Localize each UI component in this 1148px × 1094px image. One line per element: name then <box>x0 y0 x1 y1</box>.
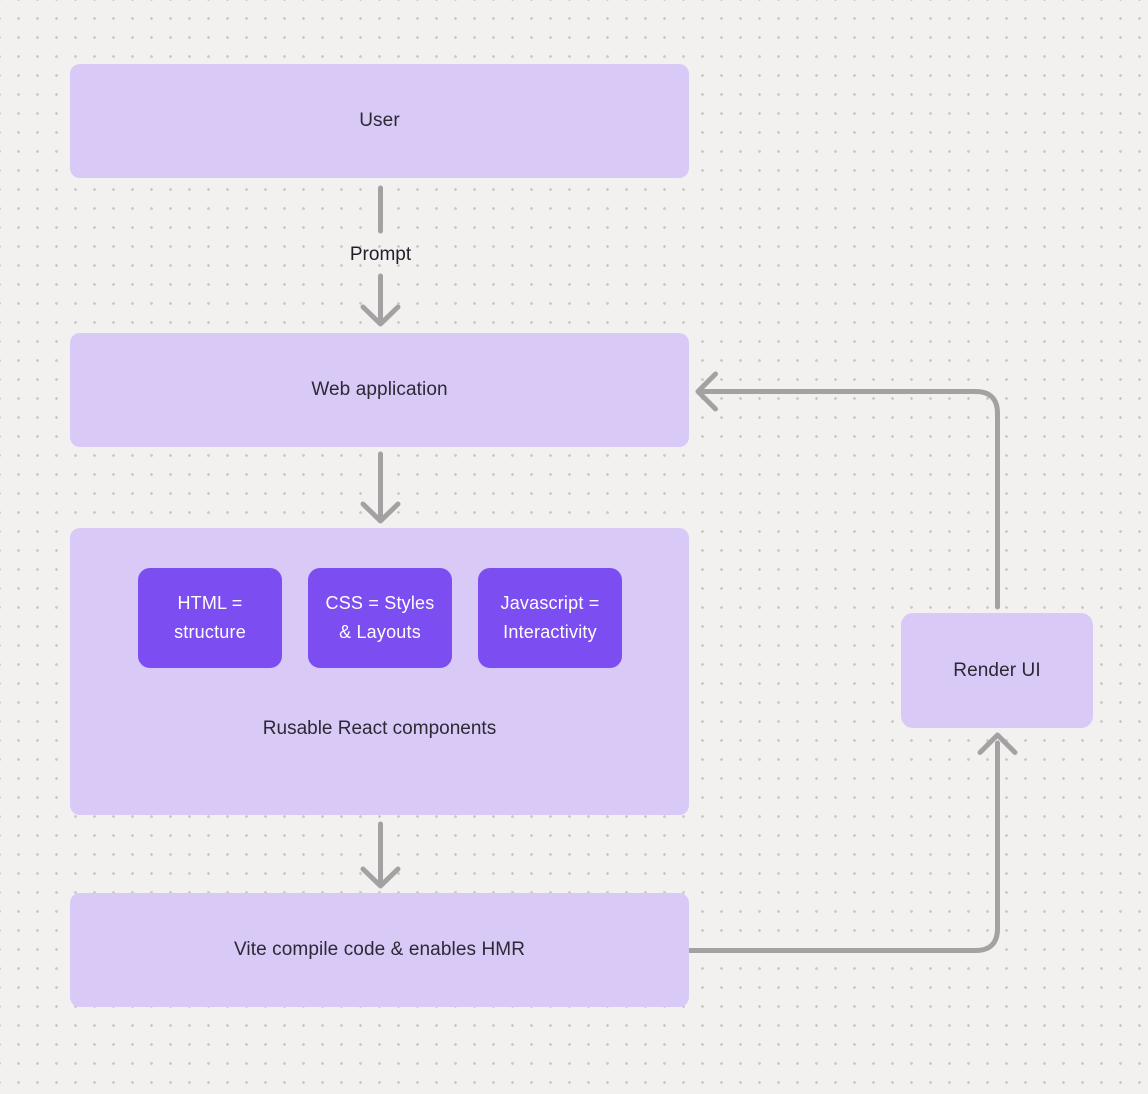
connector-vite-to-render-ui <box>686 732 1018 953</box>
arrow-up-icon <box>977 732 1018 755</box>
edge-label-prompt: Prompt <box>349 244 412 265</box>
chip-html-label: HTML = structure <box>174 593 246 642</box>
arrow-down-icon <box>360 501 401 524</box>
node-user[interactable]: User <box>70 64 689 178</box>
node-render-ui-label: Render UI <box>953 659 1041 681</box>
node-web-application-label: Web application <box>311 379 448 400</box>
arrow-components-to-vite <box>360 821 401 889</box>
node-render-ui[interactable]: Render UI <box>901 613 1093 728</box>
node-user-label: User <box>359 110 400 131</box>
chip-javascript[interactable]: Javascript = Interactivity <box>478 568 622 668</box>
node-vite[interactable]: Vite compile code & enables HMR <box>70 893 689 1007</box>
chip-html[interactable]: HTML = structure <box>138 568 282 668</box>
node-vite-label: Vite compile code & enables HMR <box>233 939 526 960</box>
arrow-left-icon <box>695 371 718 412</box>
connector-shaft <box>700 389 1000 610</box>
arrow-down-icon <box>360 866 401 889</box>
chip-javascript-label: Javascript = Interactivity <box>500 593 600 642</box>
arrow-web-application-to-components <box>360 451 401 524</box>
connector-shaft <box>686 740 1000 953</box>
chip-css-label: CSS = Styles & Layouts <box>325 593 435 642</box>
node-components-group[interactable]: HTML = structure CSS = Styles & Layouts … <box>70 528 689 815</box>
node-web-application[interactable]: Web application <box>70 333 689 447</box>
components-group-label: Rusable React components <box>262 718 497 739</box>
connector-render-ui-to-web-application <box>695 371 1000 610</box>
chip-css[interactable]: CSS = Styles & Layouts <box>308 568 452 668</box>
arrow-down-icon <box>360 304 401 327</box>
